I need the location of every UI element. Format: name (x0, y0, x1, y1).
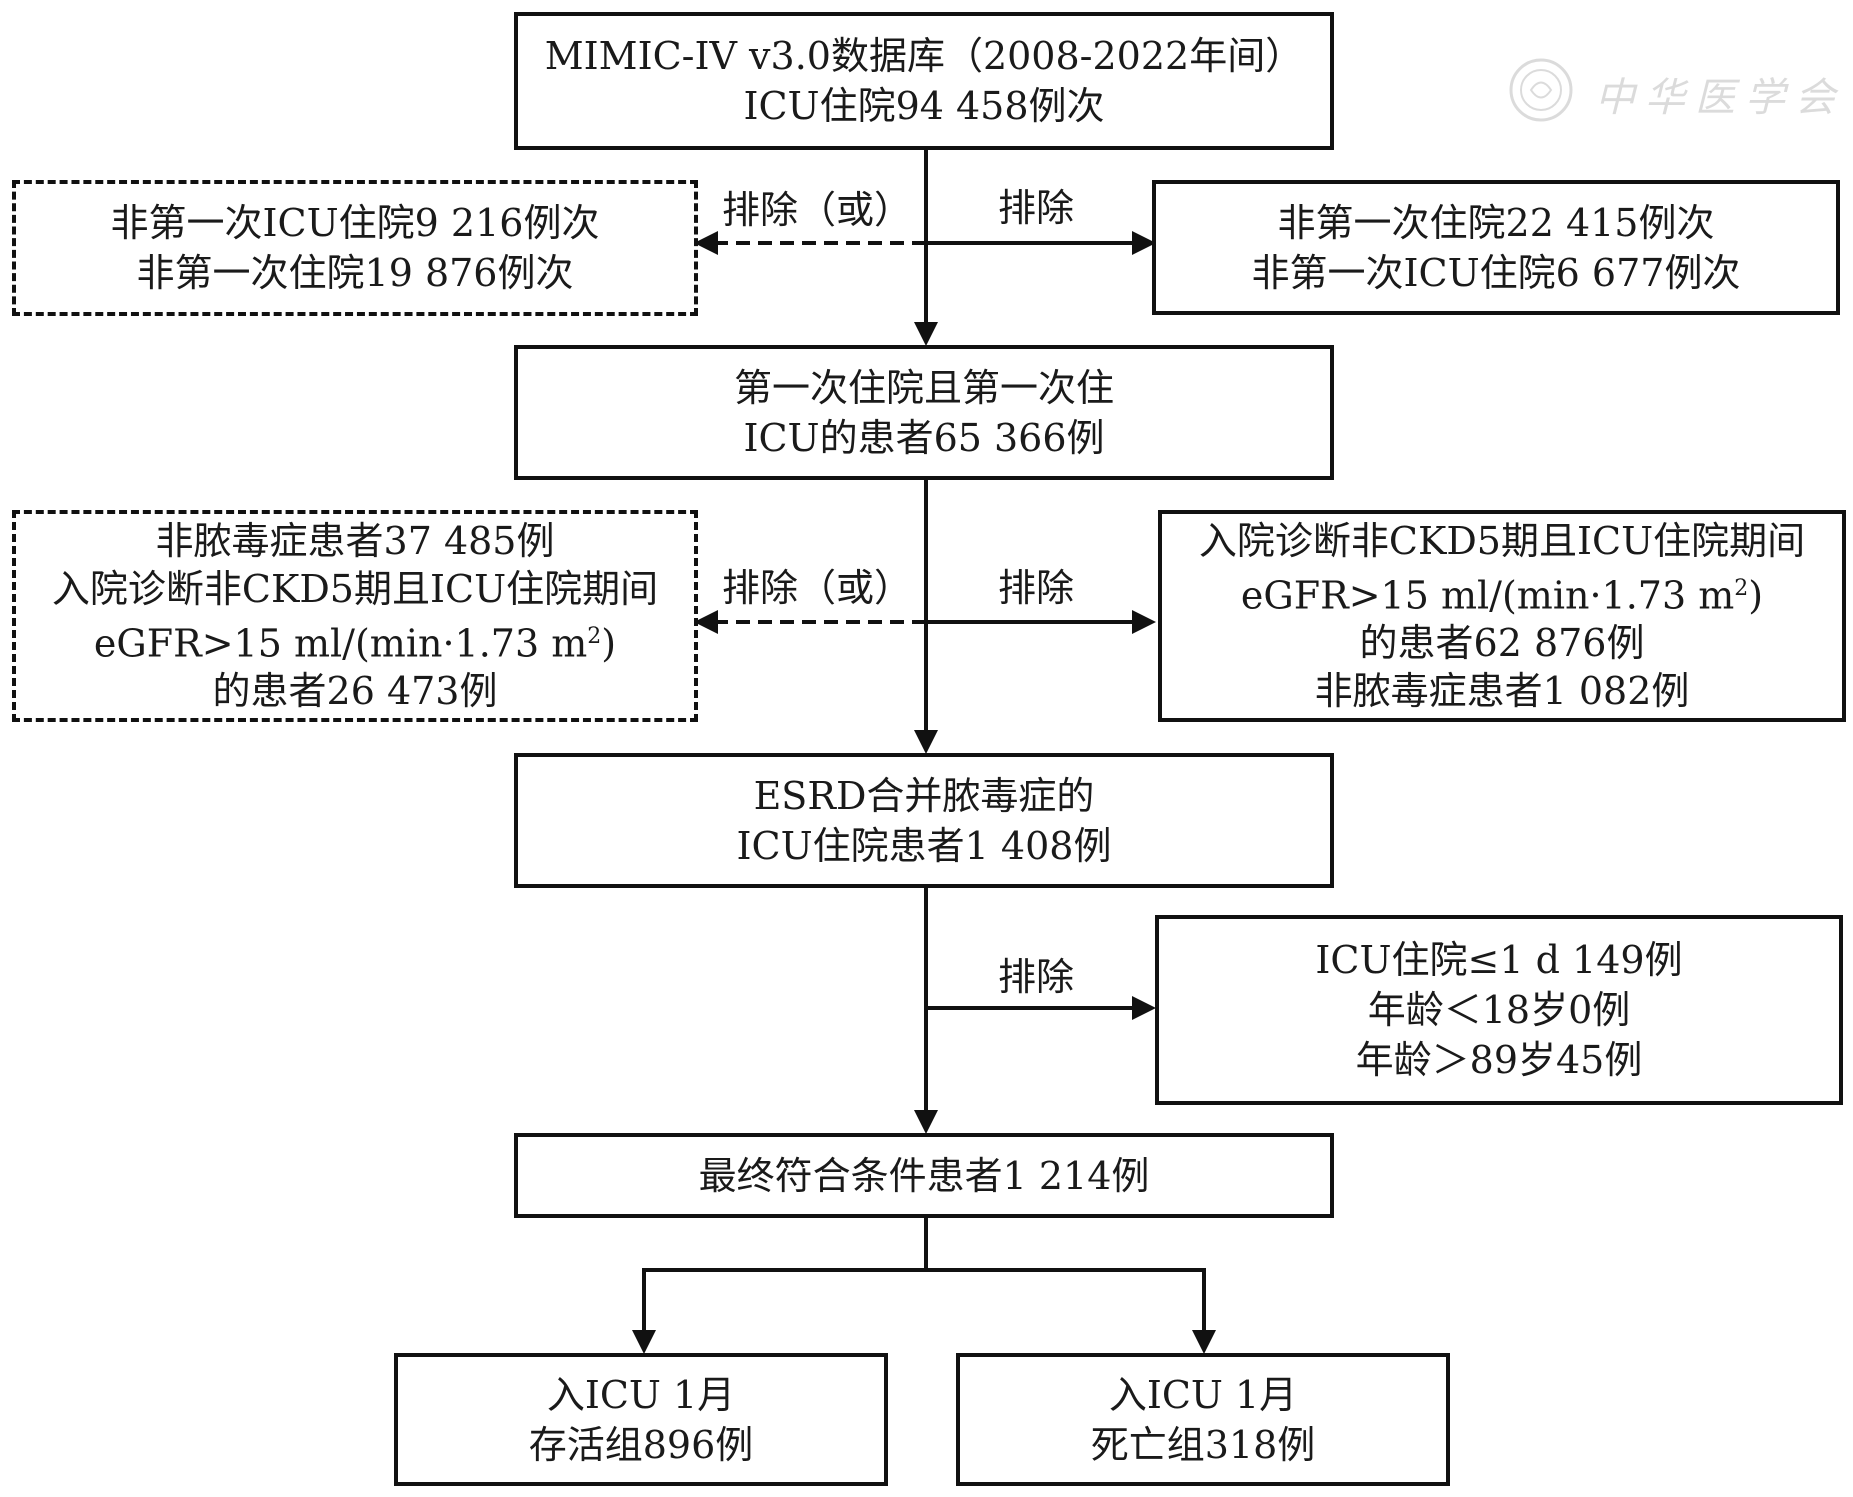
excl1-line-2: 非第一次ICU住院6 677例次 (1251, 250, 1741, 295)
step3-line-2: ICU住院患者1 408例 (736, 823, 1112, 868)
source-line-1: MIMIC-IV v3.0数据库（2008-2022年间） (544, 34, 1304, 78)
excl1-alt-line-2: 非第一次住院19 876例次 (136, 251, 574, 295)
excl2-line-4: 非脓毒症患者1 082例 (1314, 669, 1690, 714)
excl1-line-1: 非第一次住院22 415例次 (1277, 200, 1715, 245)
watermark-text: 中华医学会 (1595, 75, 1845, 121)
source-line-2: ICU住院94 458例次 (743, 84, 1105, 128)
death-line-2: 死亡组318例 (1090, 1422, 1316, 1467)
exclusion-alt-box-2: 非脓毒症患者37 485例 入院诊断非CKD5期且ICU住院期间 eGFR>15… (12, 510, 698, 722)
excl3-line-3: 年龄＞89岁45例 (1355, 1038, 1643, 1082)
excl2-line-1: 入院诊断非CKD5期且ICU住院期间 (1198, 518, 1806, 563)
edge-label-exclude-1: 排除 (998, 186, 1075, 230)
survive-line-2: 存活组896例 (528, 1422, 754, 1467)
excl2-line-2: eGFR>15 ml/(min·1.73 m2) (1241, 565, 1763, 620)
excl3-line-2: 年龄＜18岁0例 (1367, 988, 1631, 1032)
exclusion-alt-box-1: 非第一次ICU住院9 216例次 非第一次住院19 876例次 (12, 180, 698, 316)
excl2-line-3: 的患者62 876例 (1359, 621, 1645, 666)
survive-box: 入ICU 1月 存活组896例 (394, 1353, 888, 1486)
excl2-alt-egfr-close: ) (601, 621, 617, 666)
edge-label-exclude-3: 排除 (998, 955, 1075, 999)
survive-line-1: 入ICU 1月 (546, 1372, 736, 1417)
death-line-1: 入ICU 1月 (1108, 1372, 1298, 1417)
step2-line-2: ICU的患者65 366例 (743, 415, 1105, 460)
excl2-alt-line-3: eGFR>15 ml/(min·1.73 m2) (94, 613, 616, 668)
final-box: 最终符合条件患者1 214例 (514, 1133, 1334, 1218)
excl2-alt-superscript: 2 (587, 623, 602, 649)
exclusion-box-1: 非第一次住院22 415例次 非第一次ICU住院6 677例次 (1152, 180, 1840, 315)
excl2-alt-line-2: 入院诊断非CKD5期且ICU住院期间 (51, 566, 659, 611)
exclusion-box-3: ICU住院≤1 d 149例 年龄＜18岁0例 年龄＞89岁45例 (1155, 915, 1843, 1105)
death-box: 入ICU 1月 死亡组318例 (956, 1353, 1450, 1486)
excl2-alt-egfr-text: eGFR>15 ml/(min·1.73 m (93, 621, 588, 666)
step3-box: ESRD合并脓毒症的 ICU住院患者1 408例 (514, 753, 1334, 888)
excl2-alt-line-4: 的患者26 473例 (212, 669, 498, 714)
exclusion-box-2: 入院诊断非CKD5期且ICU住院期间 eGFR>15 ml/(min·1.73 … (1158, 510, 1846, 722)
final-line-1: 最终符合条件患者1 214例 (698, 1153, 1150, 1198)
excl3-line-1: ICU住院≤1 d 149例 (1315, 938, 1683, 982)
edge-label-exclude-or-2: 排除（或） (722, 566, 913, 610)
step2-line-1: 第一次住院且第一次住 (733, 365, 1114, 410)
excl1-alt-line-1: 非第一次ICU住院9 216例次 (110, 201, 600, 245)
step3-line-1: ESRD合并脓毒症的 (753, 773, 1095, 818)
watermark: 中华医学会 (1505, 55, 1845, 125)
excl2-alt-line-1: 非脓毒症患者37 485例 (155, 518, 555, 563)
excl2-superscript: 2 (1734, 575, 1749, 601)
edge-label-exclude-or-1: 排除（或） (722, 188, 913, 232)
source-box: MIMIC-IV v3.0数据库（2008-2022年间） ICU住院94 45… (514, 12, 1334, 150)
seal-icon (1509, 58, 1573, 122)
excl2-egfr-text: eGFR>15 ml/(min·1.73 m (1240, 573, 1735, 618)
step2-box: 第一次住院且第一次住 ICU的患者65 366例 (514, 345, 1334, 480)
excl2-egfr-close: ) (1748, 573, 1764, 618)
edge-label-exclude-2: 排除 (998, 566, 1075, 610)
